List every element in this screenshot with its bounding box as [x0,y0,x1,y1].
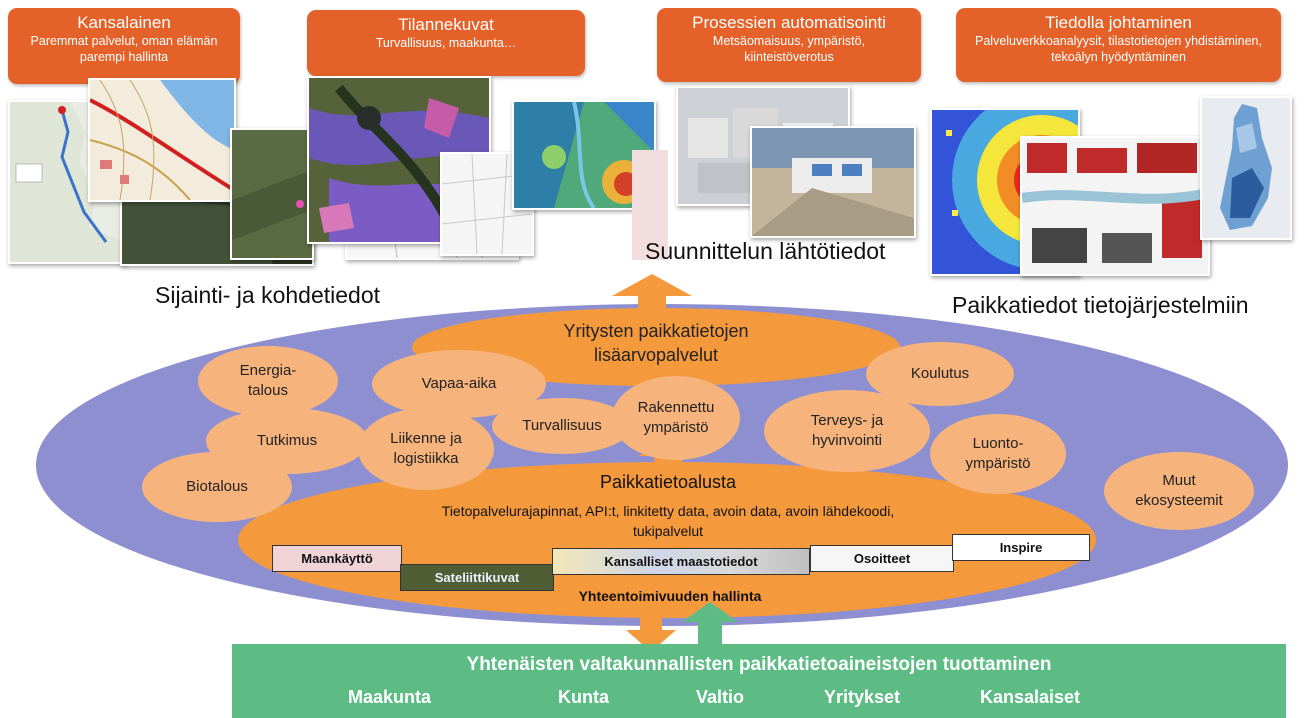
producer-valtio: Valtio [696,687,745,707]
bubble-label: Turvallisuus [522,417,602,434]
band-sateliittikuvat: Sateliittikuvat [400,564,554,591]
bubble-luonto-ymparisto: Luonto- ympäristö [930,414,1066,494]
bubble-label: Vapaa-aika [421,375,497,392]
producer-maakunta: Maakunta [348,687,432,707]
bubble-muut-ekosysteemit: Muut ekosysteemit [1104,452,1254,530]
band-label: Sateliittikuvat [434,570,520,585]
finland-choropleth-image [1200,96,1292,240]
callout-title: Tilannekuvat [398,15,494,34]
platform-description-line2: tukipalvelut [632,523,704,539]
platform-description-line1: Tietopalvelurajapinnat, API:t, linkitett… [441,503,895,519]
interoperability-label: Yhteentoimivuuden hallinta [578,588,762,604]
callout-prosessien-automatisointi: Prosessien automatisointi Metsäomaisuus,… [657,8,921,82]
band-kansalliset-maastotiedot: Kansalliset maastotiedot [552,548,810,575]
callout-subtitle: Metsäomaisuus, ympäristö, kiinteistövero… [712,34,866,64]
platform-title: Paikkatietoalusta [599,472,737,492]
bubble-label: Koulutus [910,365,970,382]
band-osoitteet: Osoitteet [810,545,954,572]
band-label: Maankäyttö [301,551,373,566]
band-inspire: Inspire [952,534,1090,561]
bubble-liikenne-logistiikka: Liikenne ja logistiikka [358,408,494,490]
building-3d-model-image [750,126,916,238]
elevation-model-image [512,100,656,210]
producer-yritykset: Yritykset [824,687,901,707]
value-added-line1: Yritysten paikkatietojen [563,321,749,341]
bubble-turvallisuus: Turvallisuus [492,398,632,454]
callout-tilannekuvat: Tilannekuvat Turvallisuus, maakunta… [307,10,585,76]
callout-subtitle: Palveluverkkoanalyysit, tilastotietojen … [975,34,1262,64]
bubble-label: Luonto- ympäristö [965,435,1031,472]
producer-kansalaiset: Kansalaiset [980,687,1081,707]
bubble-label: Biotalous [186,478,248,495]
callout-title: Prosessien automatisointi [692,13,886,32]
production-bar: Yhtenäisten valtakunnallisten paikkatiet… [232,644,1286,718]
bubble-label: Terveys- ja hyvinvointi [810,412,884,449]
band-label: Kansalliset maastotiedot [604,554,758,569]
bubble-rakennettu-ymparisto: Rakennettu ympäristö [612,376,740,460]
bubble-biotalous: Biotalous [142,452,292,522]
callout-tiedolla-johtaminen: Tiedolla johtaminen Palveluverkkoanalyys… [956,8,1281,82]
callout-subtitle: Turvallisuus, maakunta… [375,36,517,50]
callout-title: Tiedolla johtaminen [1045,13,1192,32]
callout-title: Kansalainen [77,13,171,32]
callout-subtitle: Paremmat palvelut, oman elämän parempi h… [30,34,218,64]
production-title: Yhtenäisten valtakunnallisten paikkatiet… [466,654,1052,675]
base-map-image [632,150,668,260]
forest-strip-image [230,128,314,260]
bubble-label: Muut ekosysteemit [1135,472,1223,509]
arrow-to-planning-icon [612,274,692,312]
value-added-line2: lisäarvopalvelut [593,345,719,365]
band-maankaytto: Maankäyttö [272,545,402,572]
caption-sijainti-kohdetiedot: Sijainti- ja kohdetiedot [155,282,381,308]
band-label: Osoitteet [853,551,911,566]
callout-kansalainen: Kansalainen Paremmat palvelut, oman eläm… [8,8,240,84]
bubble-terveys-hyvinvointi: Terveys- ja hyvinvointi [764,390,930,472]
bubble-energiatalous: Energia- talous [198,346,338,416]
band-label: Inspire [999,540,1043,555]
bubble-label: Energia- talous [239,362,297,399]
arrow-down-icon [626,630,676,652]
topographic-map-image [88,78,236,202]
building-footprint-map-image [1020,136,1210,276]
caption-suunnittelun-lahtotiedot: Suunnittelun lähtötiedot [645,238,886,264]
producer-kunta: Kunta [558,687,609,707]
caption-paikkatiedot-tietojarjestelmiin: Paikkatiedot tietojärjestelmiin [952,292,1249,318]
bubble-label: Tutkimus [256,432,318,449]
arrow-up-icon [682,602,738,622]
bubble-label: Liikenne ja logistiikka [390,430,462,467]
bubble-label: Rakennettu ympäristö [637,399,715,436]
